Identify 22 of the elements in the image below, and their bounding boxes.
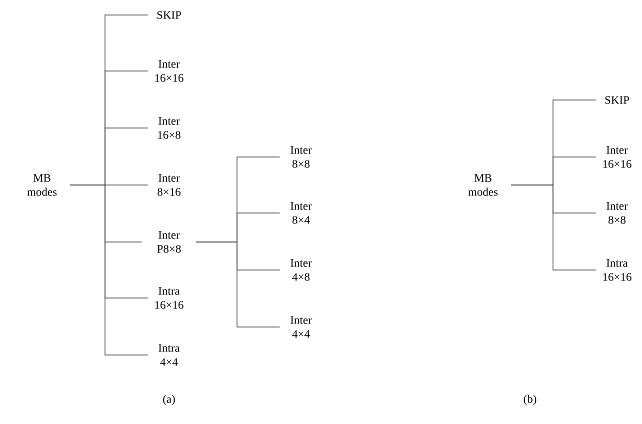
mode-label: SKIP [605,96,629,104]
mode-label: Inter 8×4 [290,202,312,224]
tree-line [70,184,148,356]
mode-label: Inter 4×8 [290,259,312,281]
mode-label: Inter 8×8 [290,146,312,168]
mode-label: MB modes [468,174,498,196]
tree-line [510,184,596,270]
mode-label: Intra 4×4 [158,344,180,366]
mode-label: Inter 16×8 [158,117,180,139]
mode-label: Inter 8×16 [158,174,181,196]
mode-label: Intra 16×16 [155,287,184,309]
mode-label: Inter 16×16 [603,146,632,168]
mode-label: Inter 8×8 [606,202,628,224]
tree-line [196,242,280,328]
mode-label: Inter 16×16 [155,60,184,82]
mode-label: SKIP [157,11,181,19]
subfigure-label: (b) [524,394,536,406]
mode-label: MB modes [27,174,57,196]
mode-label: Inter 4×4 [290,316,312,338]
mode-label: Intra 16×16 [603,259,632,281]
subfigure-label: (a) [163,394,175,406]
mode-label: Inter P8×8 [157,231,181,253]
